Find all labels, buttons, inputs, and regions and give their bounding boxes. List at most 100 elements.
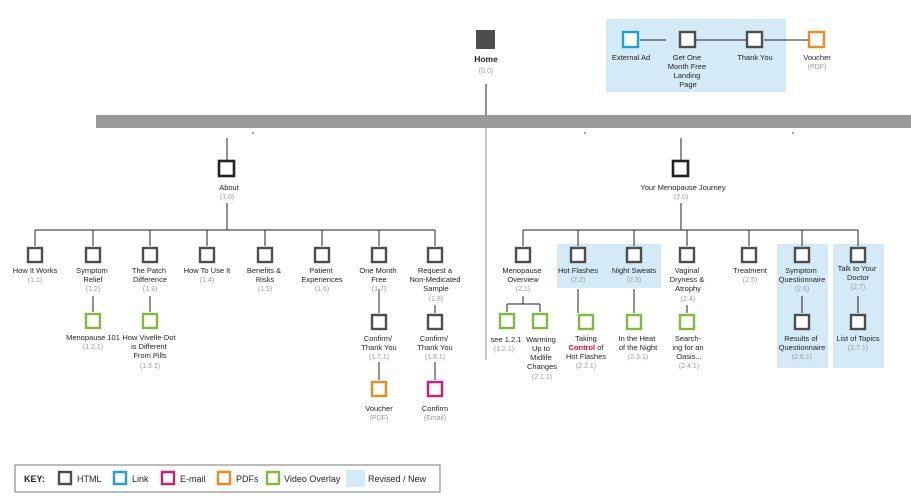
benefits-label: Benefits & Risks (247, 266, 283, 284)
talk-doctor-code: (2.7) (851, 284, 865, 291)
confirm-171-node-icon (370, 313, 388, 331)
external-ad-node-icon (621, 30, 640, 49)
overview-code: (2.1) (516, 286, 530, 293)
key-link-icon (112, 470, 128, 486)
warming-up-node-icon (531, 312, 549, 330)
about-node-icon (217, 159, 236, 178)
confirm-email-label: Confirm (422, 404, 448, 413)
confirm-181-code: (1.8.1) (425, 354, 445, 361)
one-month-code: (1.7) (372, 286, 386, 293)
vivelle-dot-node-icon (141, 312, 159, 330)
voucher-code: (PDF) (808, 64, 827, 71)
heat-night-node-icon (625, 313, 643, 331)
journey-children: Menopause Overview (2.1) Hot Flashes (2.… (491, 246, 880, 381)
results-code: (2.6.1) (792, 354, 812, 361)
taking-control-node-icon (577, 313, 595, 331)
see-121-label: see 1.2.1 (491, 335, 522, 344)
home-node-icon (476, 30, 495, 49)
how-it-works-node-icon (26, 246, 44, 264)
symptom-relief-code: (1.2) (86, 286, 100, 293)
benefits-code: (1.5) (258, 286, 272, 293)
confirm-email-code: (Email) (424, 415, 446, 422)
experiences-node-icon (313, 246, 331, 264)
vaginal-code: (2.4) (681, 296, 695, 303)
questionnaire-code: (2.6) (795, 286, 809, 293)
topics-label: List of Topics (836, 334, 879, 343)
journey-node-icon (671, 159, 690, 178)
treatment-node-icon (740, 246, 758, 264)
experiences-code: (1.6) (315, 286, 329, 293)
about-label: About (219, 183, 240, 192)
hot-flashes-node-icon (569, 246, 587, 264)
patch-difference-node-icon (141, 246, 159, 264)
key-revised-label: Revised / New (368, 474, 427, 484)
patch-difference-label: The Patch Difference (132, 266, 168, 284)
menopause-101-code: (1.2.1) (83, 344, 103, 351)
see-121-code: (1.2.1) (494, 346, 514, 353)
key-title: KEY: (24, 474, 45, 484)
symptom-relief-node-icon (84, 246, 102, 264)
key-revised-swatch (346, 470, 365, 487)
treatment-label: Treatment (733, 266, 768, 275)
home-label: Home (474, 54, 498, 64)
menopause-101-label: Menopause 101 (66, 333, 120, 342)
main-nav-bar (96, 115, 911, 128)
overview-node-icon (514, 246, 532, 264)
symptom-relief-label: Symptom Relief (76, 266, 110, 284)
voucher-label: Voucher (803, 53, 831, 62)
results-label: Results of Questionnaire (779, 334, 826, 352)
request-sample-code: (1.8) (429, 296, 443, 303)
landing-page-node-icon (678, 30, 697, 49)
one-month-node-icon (370, 246, 388, 264)
key-pdf-label: PDFs (236, 474, 259, 484)
about-code: (1.0) (220, 194, 234, 201)
searching-label: Search- ing for an Oasis... (672, 334, 705, 361)
how-to-use-node-icon (198, 246, 216, 264)
key-link-label: Link (132, 474, 149, 484)
journey-label: Your Menopause Journey (640, 183, 725, 192)
treatment-code: (2.5) (743, 277, 757, 284)
taking-control-line2: Control of (568, 343, 604, 352)
talk-doctor-label: Talk to Your Doctor (838, 264, 879, 282)
benefits-node-icon (256, 246, 274, 264)
heat-night-label: In the Heat of the Night (619, 334, 658, 352)
warming-up-label: Warming Up to Midlife Changes (526, 335, 558, 371)
one-month-label: One Month Free (359, 266, 398, 284)
talk-doctor-node-icon (849, 246, 867, 264)
patch-difference-code: (1.3) (143, 286, 157, 293)
voucher-pdf-about-node-icon (370, 380, 388, 398)
voucher-pdf-node-icon (807, 30, 826, 49)
key-html-label: HTML (77, 474, 102, 484)
how-it-works-code: (1.1) (28, 277, 42, 284)
experiences-label: Patient Experiences (301, 266, 343, 284)
searching-code: (2.4.1) (679, 363, 699, 370)
journey-code: (2.0) (674, 194, 688, 201)
key-pdf-icon (216, 470, 232, 486)
heat-night-code: (2.3.1) (628, 354, 648, 361)
key-video-icon (265, 470, 281, 486)
about-children: How It Works (1.1) Symptom Relief (1.2) … (13, 246, 460, 422)
taking-control-line3: Hot Flashes (566, 352, 606, 361)
results-node-icon (793, 313, 811, 331)
key-legend: KEY: HTML Link E-mail PDFs Video Overlay… (14, 464, 441, 493)
how-to-use-label: How To Use It (184, 266, 231, 275)
questionnaire-node-icon (793, 246, 811, 264)
vivelle-dot-code: (1.3.1) (140, 363, 160, 370)
control-highlight: Control (568, 343, 595, 352)
confirm-171-label: Confirm/ Thank You (361, 334, 396, 352)
key-email-label: E-mail (180, 474, 206, 484)
vaginal-node-icon (678, 246, 696, 264)
menopause-101-node-icon (84, 312, 102, 330)
confirm-181-node-icon (426, 313, 444, 331)
landing-page-label: Get One Month Free Landing Page (668, 53, 708, 89)
key-video-label: Video Overlay (284, 474, 341, 484)
confirm-email-node-icon (426, 380, 444, 398)
questionnaire-label: Symptom Questionnaire (779, 266, 826, 284)
confirm-181-label: Confirm/ Thank You (417, 334, 452, 352)
overview-label: Menopause Overview (502, 266, 543, 284)
thank-you-label: Thank You (737, 53, 772, 62)
vaginal-label: Vaginal Dryness & Atrophy (670, 266, 707, 293)
topics-code: (2.7.1) (848, 345, 868, 352)
connector-lines (34, 39, 859, 380)
